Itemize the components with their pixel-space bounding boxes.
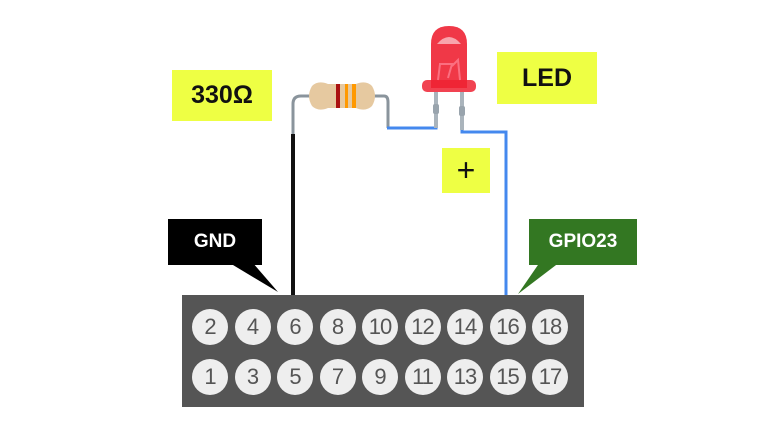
resistor-band-1 xyxy=(336,84,340,108)
pin-10: 10 xyxy=(362,309,398,345)
resistor xyxy=(309,82,375,110)
pin-12: 12 xyxy=(404,309,441,345)
pin-15: 15 xyxy=(489,359,526,395)
pin-9: 9 xyxy=(362,359,398,395)
pin-16: 16 xyxy=(489,309,526,345)
resistor-band-3 xyxy=(352,84,356,108)
pin-17: 17 xyxy=(532,359,568,395)
resistor-value-label: 330Ω xyxy=(172,70,272,121)
pin-1: 1 xyxy=(192,359,228,395)
pin-8: 8 xyxy=(319,309,356,345)
pin-13: 13 xyxy=(447,359,483,395)
resistor-right-lead xyxy=(374,94,390,128)
resistor-left-lead xyxy=(291,94,310,135)
gpio-wire xyxy=(460,130,508,308)
gpio23-label: GPIO23 xyxy=(529,219,637,265)
led xyxy=(422,26,476,130)
pin-14: 14 xyxy=(447,309,483,345)
gnd-label: GND xyxy=(168,219,262,265)
pin-11: 11 xyxy=(404,359,441,395)
pin-6: 6 xyxy=(277,309,313,345)
led-label: LED xyxy=(497,52,597,104)
gpio-callout-pointer xyxy=(518,262,560,294)
pin-3: 3 xyxy=(234,359,271,395)
pin-7: 7 xyxy=(319,359,356,395)
gnd-callout-pointer xyxy=(228,262,278,292)
resistor-band-2 xyxy=(345,84,348,108)
pin-18: 18 xyxy=(532,309,568,345)
led-cathode-wire xyxy=(387,118,438,130)
pin-2: 2 xyxy=(192,309,228,345)
pin-4: 4 xyxy=(234,309,271,345)
pin-5: 5 xyxy=(277,359,313,395)
anode-plus-label: + xyxy=(442,148,490,193)
